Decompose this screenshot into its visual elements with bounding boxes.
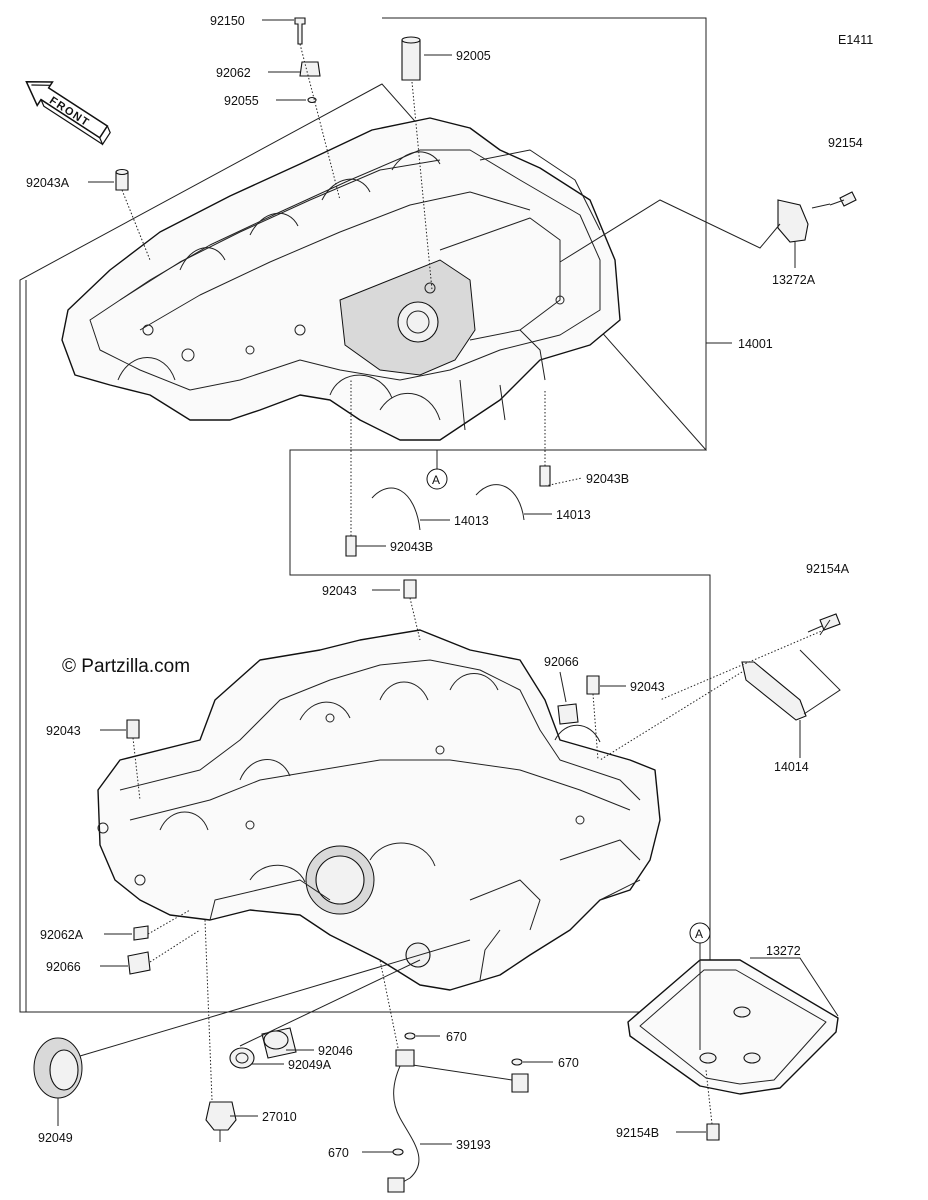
part-label-92049A[interactable]: 92049A xyxy=(288,1058,332,1072)
part-label-92043B-right[interactable]: 92043B xyxy=(586,472,629,486)
part-label-92154[interactable]: 92154 xyxy=(828,136,863,150)
part-label-14013-left[interactable]: 14013 xyxy=(454,514,489,528)
part-label-14013-right[interactable]: 14013 xyxy=(556,508,591,522)
part-label-13272[interactable]: 13272 xyxy=(766,944,801,958)
part-label-92049[interactable]: 92049 xyxy=(38,1131,73,1145)
part-label-92066-bottom[interactable]: 92066 xyxy=(46,960,81,974)
part-label-92005[interactable]: 92005 xyxy=(456,49,491,63)
part-label-92055[interactable]: 92055 xyxy=(224,94,259,108)
part-label-92043-left[interactable]: 92043 xyxy=(46,724,81,738)
part-label-92066-top[interactable]: 92066 xyxy=(544,655,579,669)
reference-marker-a-upper: A xyxy=(426,468,448,490)
part-label-92062A[interactable]: 92062A xyxy=(40,928,84,942)
part-label-13272A[interactable]: 13272A xyxy=(772,273,816,287)
upper-crankcase xyxy=(61,117,621,441)
part-label-670-bottom[interactable]: 670 xyxy=(328,1146,349,1160)
part-label-92154A[interactable]: 92154A xyxy=(806,562,850,576)
part-label-92043A[interactable]: 92043A xyxy=(26,176,70,190)
front-arrow-badge: FRONT xyxy=(25,80,111,146)
diagram-code: E1411 xyxy=(838,33,873,47)
watermark: © Partzilla.com xyxy=(62,656,190,677)
lower-crankcase xyxy=(97,629,661,991)
part-graphics xyxy=(33,17,857,1193)
part-labels: 92150 92062 92055 92005 92043A 92154 132… xyxy=(26,14,863,1160)
part-label-670-top[interactable]: 670 xyxy=(446,1030,467,1044)
part-label-14014[interactable]: 14014 xyxy=(774,760,809,774)
leader-lines xyxy=(57,19,841,1153)
part-label-92046[interactable]: 92046 xyxy=(318,1044,353,1058)
part-label-92154B[interactable]: 92154B xyxy=(616,1126,659,1140)
reference-marker-a-lower: A xyxy=(689,922,711,944)
part-label-92043B-left[interactable]: 92043B xyxy=(390,540,433,554)
part-label-92062[interactable]: 92062 xyxy=(216,66,251,80)
part-label-92043-top[interactable]: 92043 xyxy=(322,584,357,598)
svg-text:A: A xyxy=(695,927,703,941)
part-label-14001[interactable]: 14001 xyxy=(738,337,773,351)
svg-text:A: A xyxy=(432,473,440,487)
part-label-92150[interactable]: 92150 xyxy=(210,14,245,28)
part-label-92043-right[interactable]: 92043 xyxy=(630,680,665,694)
part-label-39193[interactable]: 39193 xyxy=(456,1138,491,1152)
part-label-27010[interactable]: 27010 xyxy=(262,1110,297,1124)
part-label-670-right[interactable]: 670 xyxy=(558,1056,579,1070)
